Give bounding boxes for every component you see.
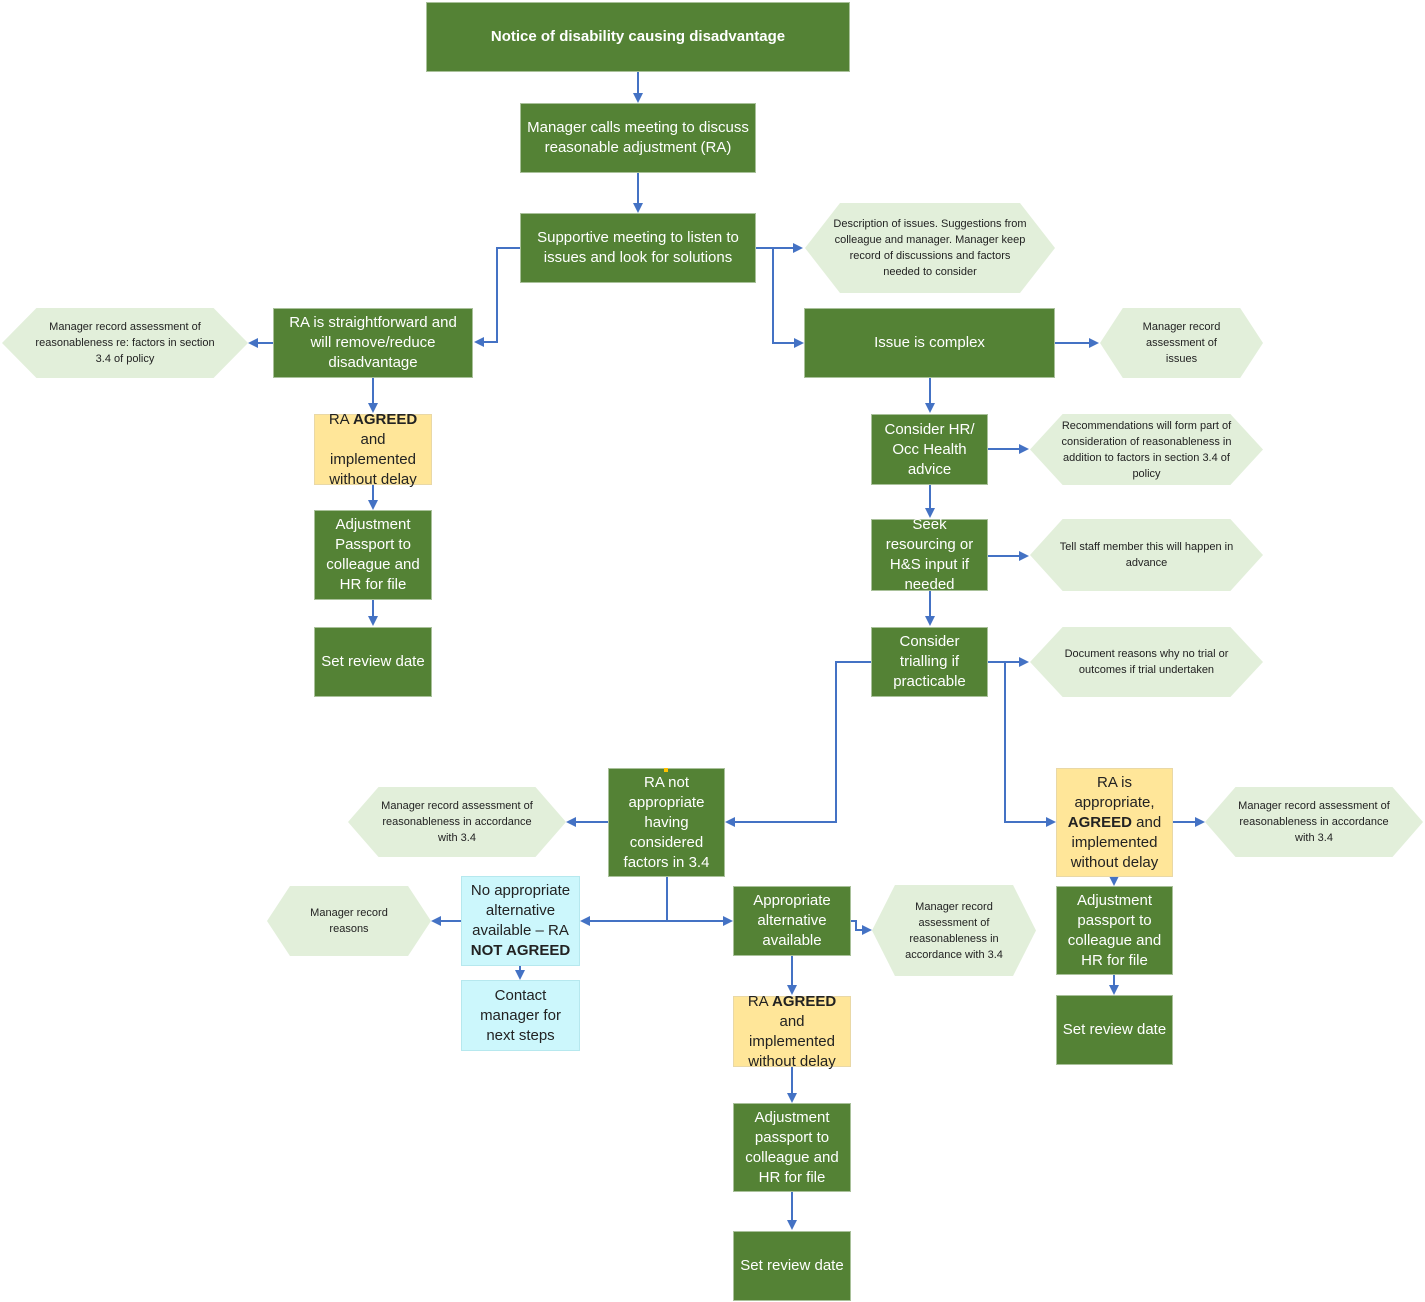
contact-manager-label: Contact manager for next steps: [480, 986, 561, 1044]
issue-complex-box: Issue is complex: [804, 308, 1055, 378]
arrow-supportive-to-complex: [756, 247, 804, 348]
arrow-trial-to-not-appropriate: [725, 661, 871, 827]
ra-agreed-mid-post: and implemented without delay: [748, 1012, 836, 1070]
ra-agreed-left-label: RA AGREED and implemented without delay: [319, 410, 427, 490]
consider-hr-box: Consider HR/ Occ Health advice: [871, 414, 988, 485]
set-review-right-box: Set review date: [1056, 995, 1173, 1065]
ra-agreed-left-post: and implemented without delay: [329, 430, 417, 488]
ra-agreed-mid-box: RA AGREED and implemented without delay: [733, 993, 851, 1070]
arrow-not-appropriate-to-no-alt: [580, 877, 668, 926]
ra-straightforward-label: RA is straightforward and will remove/re…: [289, 314, 457, 371]
record-assessment-left-note: Manager record assessment of reasonablen…: [2, 308, 248, 378]
seek-resourcing-label: Seek resourcing or H&S input if needed: [885, 516, 974, 593]
record-assessment-right-text: Manager record assessment of reasonablen…: [1238, 800, 1390, 844]
adjustment-passport-right-box: Adjustment passport to colleague and HR …: [1056, 886, 1173, 975]
ra-appropriate-box: RA is appropriate, AGREED and implemente…: [1056, 768, 1173, 877]
adjustment-passport-mid-label: Adjustment passport to colleague and HR …: [745, 1108, 839, 1186]
seek-resourcing-box: Seek resourcing or H&S input if needed: [871, 516, 988, 593]
no-alternative-box: No appropriate alternative available – R…: [461, 876, 580, 966]
manager-calls-meeting-label: Manager calls meeting to discuss reasona…: [527, 119, 749, 156]
set-review-mid-label: Set review date: [740, 1257, 844, 1274]
record-reasons-text: Manager record reasons: [310, 907, 388, 935]
set-review-right-label: Set review date: [1062, 1021, 1167, 1038]
set-review-mid-box: Set review date: [733, 1231, 851, 1301]
appropriate-alternative-label: Appropriate alternative available: [753, 892, 831, 949]
ra-agreed-left-bold: AGREED: [353, 410, 418, 428]
arrow-supportive-to-straightforward: [474, 247, 520, 347]
document-reasons-text: Document reasons why no trial or outcome…: [1064, 648, 1229, 676]
record-assessment-alt-note: Manager record assessment of reasonablen…: [872, 885, 1036, 976]
arrow-trial-to-appropriate: [988, 661, 1056, 827]
appropriate-alternative-box: Appropriate alternative available: [733, 886, 851, 956]
record-assessment-left-text: Manager record assessment of reasonablen…: [35, 321, 215, 365]
ra-straightforward-box: RA is straightforward and will remove/re…: [273, 308, 473, 378]
adjustment-passport-left-box: Adjustment Passport to colleague and HR …: [314, 510, 432, 600]
tell-staff-note: Tell staff member this will happen in ad…: [1030, 519, 1263, 591]
record-assessment-alt-text: Manager record assessment of reasonablen…: [905, 900, 1003, 961]
ra-appropriate-post: and implemented without delay: [1070, 813, 1162, 871]
consider-trialling-label: Consider trialling if practicable: [893, 633, 966, 690]
no-alternative-bold: NOT AGREED: [470, 942, 571, 959]
ra-not-appropriate-label: RA not appropriate having considered fac…: [623, 773, 710, 871]
adjustment-passport-mid-box: Adjustment passport to colleague and HR …: [733, 1103, 851, 1192]
ra-agreed-left-box: RA AGREED and implemented without delay: [314, 411, 432, 488]
no-alternative-label: No appropriate alternative available – R…: [466, 881, 575, 961]
no-alternative-pre: No appropriate alternative available – R…: [470, 882, 571, 939]
selection-marker: [664, 768, 668, 772]
consider-hr-label: Consider HR/ Occ Health advice: [884, 420, 975, 478]
consider-trialling-box: Consider trialling if practicable: [871, 627, 988, 697]
notice-box: Notice of disability causing disadvantag…: [426, 2, 850, 72]
recommendations-note: Recommendations will form part of consid…: [1030, 414, 1263, 485]
set-review-left-label: Set review date: [321, 653, 425, 670]
set-review-left-box: Set review date: [314, 627, 432, 697]
record-assessment-mid-note: Manager record assessment of reasonablen…: [348, 787, 566, 857]
adjustment-passport-right-label: Adjustment passport to colleague and HR …: [1067, 891, 1162, 969]
description-of-issues-note: Description of issues. Suggestions from …: [805, 203, 1055, 293]
manager-calls-meeting-box: Manager calls meeting to discuss reasona…: [520, 103, 756, 173]
record-assessment-mid-text: Manager record assessment of reasonablen…: [381, 800, 533, 844]
ra-appropriate-bold: AGREED: [1067, 813, 1132, 831]
recommendations-text: Recommendations will form part of consid…: [1061, 419, 1232, 480]
arrow-alt-to-record: [851, 920, 872, 935]
record-assessment-right-note: Manager record assessment of reasonablen…: [1205, 787, 1423, 857]
ra-agreed-mid-label: RA AGREED and implemented without delay: [738, 992, 846, 1072]
ra-not-appropriate-box: RA not appropriate having considered fac…: [608, 768, 725, 877]
record-reasons-note: Manager record reasons: [267, 886, 431, 956]
ra-appropriate-label: RA is appropriate, AGREED and implemente…: [1061, 773, 1168, 873]
notice-label: Notice of disability causing disadvantag…: [490, 28, 786, 45]
tell-staff-text: Tell staff member this will happen in ad…: [1059, 541, 1234, 569]
ra-agreed-left-pre: RA: [328, 410, 353, 428]
contact-manager-box: Contact manager for next steps: [461, 980, 580, 1051]
supportive-meeting-label: Supportive meeting to listen to issues a…: [537, 229, 739, 266]
document-reasons-note: Document reasons why no trial or outcome…: [1030, 627, 1263, 697]
description-of-issues-text: Description of issues. Suggestions from …: [833, 218, 1027, 278]
ra-agreed-mid-bold: AGREED: [772, 992, 837, 1010]
issue-complex-label: Issue is complex: [874, 334, 985, 351]
record-issues-text: Manager record assessment of issues: [1142, 321, 1221, 365]
ra-agreed-mid-pre: RA: [747, 992, 772, 1010]
adjustment-passport-left-label: Adjustment Passport to colleague and HR …: [326, 516, 420, 593]
ra-appropriate-pre: RA is appropriate,: [1074, 773, 1155, 811]
supportive-meeting-box: Supportive meeting to listen to issues a…: [520, 213, 756, 283]
record-issues-note: Manager record assessment of issues: [1100, 308, 1263, 378]
